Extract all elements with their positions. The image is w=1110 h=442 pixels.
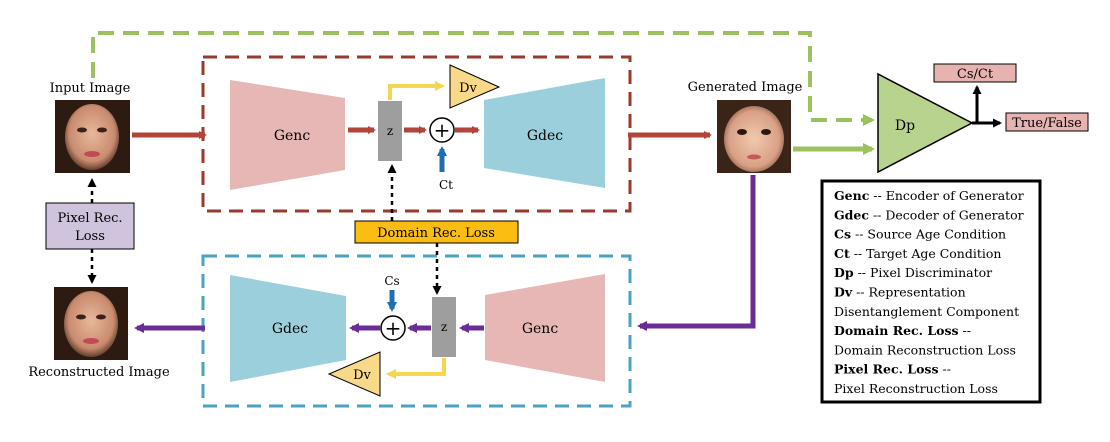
generated-to-bottom-encoder-arrow [637, 175, 756, 331]
bottom-z-to-dv-arrow [386, 358, 446, 379]
bottom-latent-z [432, 297, 456, 357]
top-dv-triangle [449, 64, 501, 109]
legend-item: Domain Rec. Loss -- [834, 323, 971, 338]
pixel-discriminator-label: Dp [895, 118, 915, 134]
reconstructed-image [54, 287, 128, 360]
pixel-rec-loss-label-1: Pixel Rec. [57, 211, 122, 226]
legend-item-key: Cs [834, 227, 851, 242]
legend-item: Pixel Reconstruction Loss [834, 381, 998, 396]
legend-item-desc: -- Pixel Discriminator [854, 265, 993, 280]
bottom-decoder [230, 275, 346, 382]
top-decoder [484, 78, 605, 188]
legend-item-key: Pixel Rec. Loss [834, 362, 939, 377]
bottom-dv-label: Dv [353, 368, 371, 383]
generated-image-label: Generated Image [688, 80, 803, 95]
top-decoder-label: Gdec [527, 128, 563, 144]
true-false-label: True/False [1012, 116, 1082, 131]
top-latent-z-label: z [387, 124, 393, 138]
legend-item: Dp -- Pixel Discriminator [834, 265, 992, 280]
legend-item-desc: -- Target Age Condition [850, 246, 1002, 261]
legend-item: Cs -- Source Age Condition [834, 227, 1006, 242]
legend-item-key: Dv [834, 285, 853, 300]
legend-item-key: Dp [834, 265, 854, 280]
legend-item: Dv -- Representation [834, 285, 966, 300]
generated-image [717, 100, 791, 173]
domain-rec-loss-label: Domain Rec. Loss [377, 226, 495, 241]
cs-ct-box [933, 63, 1017, 83]
legend-item-desc: -- [939, 362, 951, 377]
legend-item-desc: -- Source Age Condition [851, 227, 1006, 242]
legend-item-key: Genc [834, 188, 870, 203]
legend-item: Ct -- Target Age Condition [834, 246, 1001, 261]
input-image [55, 100, 130, 173]
bottom-dv-triangle [327, 351, 381, 397]
top-latent-z [378, 101, 402, 161]
bottom-plus-label: + [385, 316, 402, 340]
reconstructed-image-label: Reconstructed Image [28, 365, 170, 380]
legend-item-key: Ct [834, 246, 850, 261]
top-z-to-dv-arrow [388, 81, 445, 100]
legend-item-desc: -- Encoder of Generator [869, 188, 1023, 203]
input-image-label: Input Image [50, 81, 131, 96]
legend-item: Pixel Rec. Loss -- [834, 362, 951, 377]
top-plus-node [429, 117, 455, 143]
top-encoder-label: Genc [274, 128, 310, 144]
legend-item-desc: Pixel Reconstruction Loss [834, 381, 998, 396]
legend-item-desc: -- [959, 323, 971, 338]
bottom-encoder [485, 274, 605, 382]
pixel-rec-loss-label-2: Loss [75, 229, 105, 244]
legend-item-desc: -- Decoder of Generator [869, 207, 1024, 222]
top-dv-label: Dv [459, 81, 477, 96]
pixel-discriminator [877, 72, 974, 174]
legend-item: Gdec -- Decoder of Generator [834, 207, 1024, 222]
true-false-box [1005, 112, 1089, 132]
legend-item-desc: Domain Reconstruction Loss [834, 342, 1016, 357]
legend-item: Domain Reconstruction Loss [834, 342, 1016, 357]
bottom-plus-node [380, 315, 406, 341]
legend-item-key: Gdec [834, 207, 869, 222]
top-plus-label: + [434, 118, 451, 142]
legend-box [820, 179, 1042, 404]
reconstruction-branch-box [201, 254, 632, 408]
legend-item-desc: Disentanglement Component [834, 304, 1019, 319]
top-encoder [230, 80, 345, 190]
cs-label: Cs [384, 274, 399, 288]
bottom-encoder-label: Genc [522, 321, 558, 337]
legend-item-key: Domain Rec. Loss [834, 323, 959, 338]
legend-item: Genc -- Encoder of Generator [834, 188, 1024, 203]
skip-connection-line [91, 31, 875, 126]
pixel-rec-loss-box [45, 202, 135, 250]
bottom-latent-z-label: z [441, 320, 447, 334]
bottom-decoder-label: Gdec [272, 321, 308, 337]
cs-ct-label: Cs/Ct [957, 67, 994, 82]
legend-item: Disentanglement Component [834, 304, 1019, 319]
ct-label: Ct [439, 178, 453, 192]
legend-item-desc: -- Representation [852, 285, 966, 300]
